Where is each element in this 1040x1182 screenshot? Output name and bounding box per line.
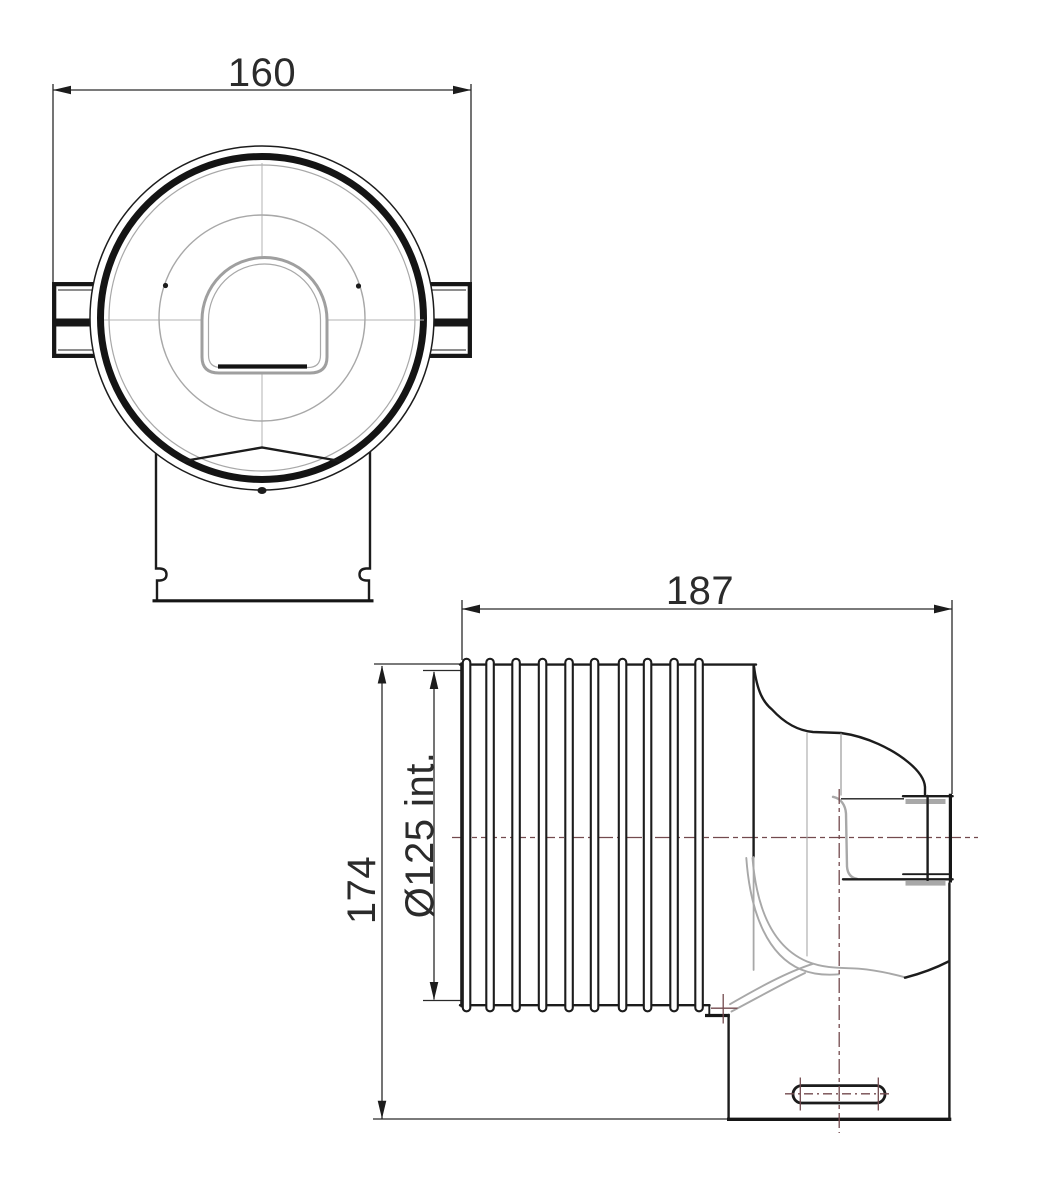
rib	[694, 657, 704, 1013]
corrugated-pipe	[452, 657, 978, 1013]
rib	[617, 657, 628, 1013]
dim-width: 160	[52, 51, 472, 284]
arrowhead-right	[934, 604, 952, 614]
tab-gray-bar-bottom	[905, 881, 946, 886]
hidden-transition-curve	[745, 857, 840, 976]
rib	[537, 657, 548, 1013]
tick-mark	[355, 283, 362, 289]
elbow-body	[729, 665, 950, 1013]
mounting-tab-left	[52, 282, 96, 358]
body-right-edge	[358, 449, 372, 602]
bore-circle	[158, 214, 366, 422]
hidden-transition-curve	[729, 962, 814, 1006]
flange-seal-ring	[97, 153, 427, 483]
tab-mid-bar	[53, 318, 95, 327]
front-body	[152, 449, 374, 603]
dim-inner-diameter-label: Ø125 int.	[398, 752, 442, 919]
dim-height: 174	[340, 663, 729, 1120]
arrowhead-top	[377, 665, 387, 684]
bottom-chamfer-lines	[182, 446, 342, 463]
body-lower-contour	[903, 960, 950, 979]
mounting-tab-right	[428, 282, 472, 358]
dim-inner-diameter: Ø125 int.	[398, 669, 461, 1002]
rib	[642, 657, 653, 1013]
arrowhead-left	[462, 604, 480, 614]
dim-length: 187	[461, 569, 953, 794]
side-view: 187 174 Ø125 int.	[340, 569, 978, 1133]
rib	[589, 657, 600, 1013]
arrowhead-right	[453, 85, 471, 95]
dim-height-label: 174	[340, 856, 384, 924]
flange-face	[89, 145, 435, 494]
side-tab	[831, 793, 954, 886]
rib	[461, 657, 472, 1013]
arrowhead-top	[429, 671, 439, 689]
arrowhead-bottom	[429, 982, 439, 1000]
front-view: 160	[52, 51, 472, 603]
centerlines	[711, 789, 893, 1133]
tab-mid-bar	[429, 318, 471, 327]
rib	[564, 657, 574, 1013]
arrowhead-bottom	[377, 1100, 387, 1119]
dim-width-label: 160	[228, 51, 296, 95]
bottom-nub	[257, 487, 267, 494]
body-top-contour	[752, 665, 927, 797]
hidden-transition-curve	[730, 972, 806, 1013]
dim-length-label: 187	[666, 569, 734, 613]
pipe-fill	[461, 664, 754, 1006]
damper-arch-outer	[200, 256, 329, 375]
tab-gray-bar-top	[905, 799, 946, 804]
rib	[511, 657, 521, 1013]
tick-mark	[162, 282, 169, 289]
rib	[669, 657, 679, 1013]
corrugation-ribs	[461, 657, 704, 1013]
hidden-transition-curve	[751, 857, 908, 979]
body-left-edge	[154, 451, 168, 602]
arrowhead-left	[53, 85, 71, 95]
rib	[485, 657, 495, 1013]
